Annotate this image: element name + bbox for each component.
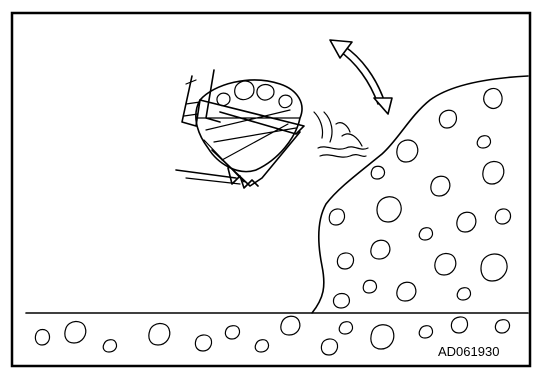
figure-code: AD061930 [438, 344, 499, 359]
